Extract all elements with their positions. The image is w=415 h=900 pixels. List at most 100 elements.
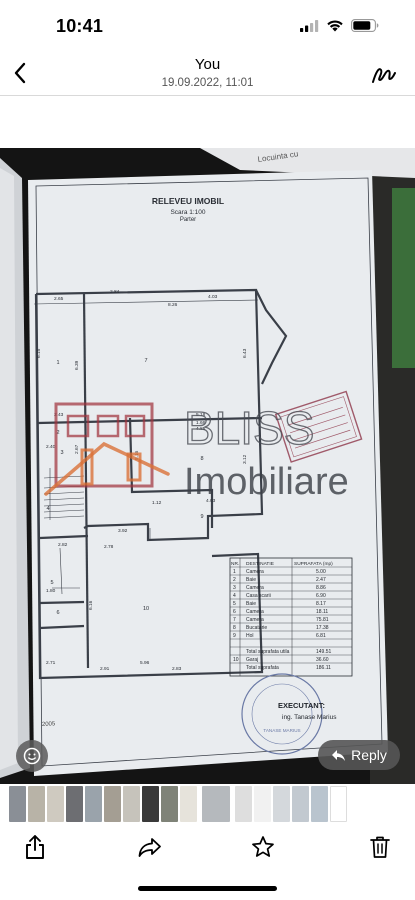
photo-thumbnail[interactable] [9, 786, 26, 822]
photo-thumbnail[interactable] [123, 786, 140, 822]
plan-level: Parter [180, 217, 196, 223]
photo-thumbnail[interactable] [292, 786, 309, 822]
photo-thumbnail[interactable] [254, 786, 271, 822]
photo-thumbnail[interactable] [85, 786, 102, 822]
share-button[interactable] [22, 834, 48, 860]
room-number: 1 [56, 360, 59, 366]
dimension-label: 2.40 [46, 444, 56, 450]
status-bar: 10:41 [0, 0, 415, 50]
home-indicator [138, 886, 277, 891]
room-number: 4 [46, 506, 49, 512]
photo-thumbnail[interactable] [28, 786, 45, 822]
message-date: 19.09.2022, 11:01 [161, 77, 254, 89]
dimension-label: 6.16 [88, 600, 94, 610]
wifi-icon [327, 20, 343, 32]
live-text-button[interactable] [16, 740, 48, 772]
table-cell: 9 [233, 633, 236, 639]
forward-icon [138, 838, 161, 857]
table-cell: 17.38 [316, 625, 329, 631]
floor-plan-walls [34, 288, 288, 680]
floor-plan-photo: Locuinta cu RELEVEU IMOBIL Scara 1:100 P… [0, 148, 415, 784]
dimension-label: 3.12 [242, 454, 248, 464]
plan-scale: Scara 1:100 [170, 209, 205, 216]
table-cell: 2 [233, 577, 236, 583]
dimension-label: 1.12 [152, 500, 162, 506]
reply-label: Reply [351, 747, 387, 763]
table-cell: 8 [233, 625, 236, 631]
chevron-left-icon [14, 62, 26, 84]
dimension-label: 3.92 [118, 528, 128, 534]
table-cell: Bucatarie [246, 625, 267, 631]
dimension-label: 6.15 [36, 348, 42, 358]
table-cell: 4 [233, 593, 236, 599]
bottom-toolbar [0, 826, 415, 872]
photo-viewer[interactable]: Locuinta cu RELEVEU IMOBIL Scara 1:100 P… [0, 148, 415, 784]
table-cell: 18.11 [316, 609, 328, 615]
engineer-seal: TANASE MARIUS [241, 673, 323, 755]
dimension-label: 2.82 [58, 542, 68, 548]
favorite-button[interactable] [250, 834, 276, 860]
photo-thumbnail[interactable] [330, 786, 347, 822]
dimension-label: 2.67 [74, 444, 80, 454]
photo-thumbnail[interactable] [161, 786, 178, 822]
executant-label: EXECUTANT: [278, 701, 325, 710]
status-time: 10:41 [56, 16, 104, 36]
dimension-label: 6.39 [74, 360, 80, 370]
table-header: SUPRAFATA (mp) [294, 561, 333, 567]
table-cell: 10 [233, 657, 239, 663]
table-cell: 6.90 [316, 593, 326, 599]
table-cell: 6 [233, 609, 236, 615]
table-cell: Camera [246, 585, 264, 591]
table-cell: 8.86 [316, 585, 326, 591]
photo-thumbnail[interactable] [142, 786, 159, 822]
photo-thumbnail[interactable] [235, 786, 252, 822]
photo-thumbnail[interactable] [104, 786, 121, 822]
back-button[interactable] [6, 58, 34, 88]
photo-thumbnail[interactable] [311, 786, 328, 822]
table-cell: Camera [246, 617, 264, 623]
table-cell: 5.00 [316, 569, 326, 575]
photo-thumbnail[interactable] [66, 786, 83, 822]
photo-thumbnail[interactable] [180, 786, 197, 822]
dimension-label: 2.65 [54, 296, 64, 302]
markup-button[interactable] [371, 62, 397, 86]
table-cell: 5 [233, 601, 236, 607]
table-cell: 36.60 [316, 657, 329, 663]
room-number: 8 [200, 456, 203, 462]
star-icon [252, 836, 274, 857]
markup-pen-icon [372, 68, 396, 83]
room-number: 7 [144, 358, 147, 364]
room-number: 3 [60, 450, 63, 456]
executant-name: ing. Tanase Marius [282, 714, 337, 721]
trash-icon [370, 836, 390, 858]
dimension-label: 5.18 [196, 412, 206, 418]
room-number: 6 [56, 610, 59, 616]
dimension-label: 4.03 [208, 294, 218, 300]
dimension-label: 2.84 [110, 289, 120, 295]
dimension-label: 8.26 [168, 302, 178, 308]
table-cell: 8.17 [316, 601, 326, 607]
table-cell: Camera [246, 569, 264, 575]
table-header: DESTINATIE [246, 561, 274, 567]
message-header: You 19.09.2022, 11:01 [0, 50, 415, 96]
room-number: 5 [50, 580, 53, 586]
photo-thumbnail[interactable] [273, 786, 290, 822]
table-cell: Baie [246, 577, 256, 583]
room-number: 10 [143, 606, 149, 612]
reply-button[interactable]: Reply [318, 740, 400, 770]
table-cell: 3 [233, 585, 236, 591]
watermark-title: BLISS [184, 402, 314, 454]
dimension-label: 4.03 [206, 498, 216, 504]
table-cell: Garaj [246, 657, 258, 663]
dimension-label: 2.43 [54, 412, 64, 418]
photo-thumbnail[interactable] [47, 786, 64, 822]
photo-thumbnail[interactable] [202, 786, 230, 822]
room-number: 2 [56, 430, 59, 436]
thumbnail-strip[interactable] [0, 784, 415, 824]
watermark-subtitle: Imobiliare [184, 461, 349, 503]
table-cell: Camera [246, 609, 264, 615]
delete-button[interactable] [367, 834, 393, 860]
table-cell: 75.81 [316, 617, 329, 623]
forward-button[interactable] [137, 834, 163, 860]
